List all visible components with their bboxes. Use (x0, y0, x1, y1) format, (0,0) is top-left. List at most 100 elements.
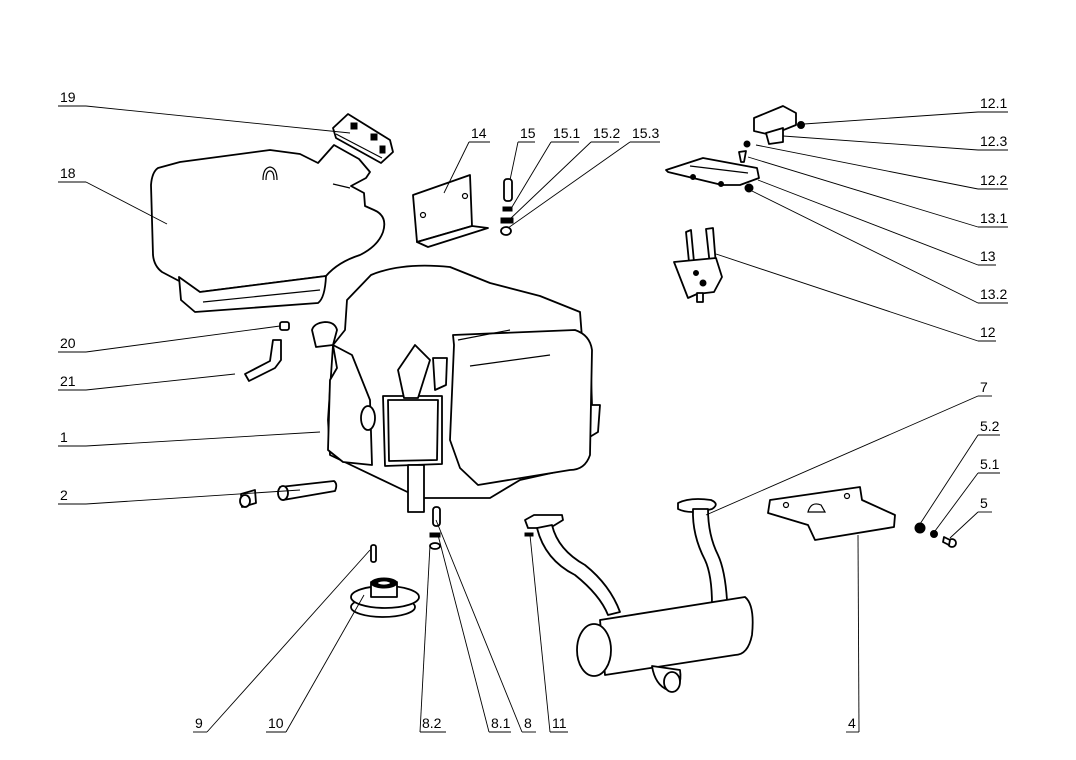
callout-label: 5 (980, 495, 988, 511)
leader-line (85, 489, 301, 505)
callout-label: 8.1 (491, 715, 511, 731)
callout-11: 11 (529, 534, 568, 733)
callout-20: 20 (58, 325, 281, 353)
callout-label: 12.3 (980, 133, 1007, 149)
callout-13-2: 13.2 (751, 190, 1008, 304)
callout-9: 9 (193, 549, 371, 733)
callout-label: 20 (60, 335, 76, 351)
callout-5-2: 5.2 (919, 418, 1000, 525)
leader-line (529, 534, 551, 733)
callout-label: 18 (60, 165, 76, 181)
leader-line (206, 549, 371, 733)
engine-drawing (311, 264, 601, 513)
callout-label: 15.2 (593, 125, 620, 141)
callout-21: 21 (58, 373, 236, 391)
callout-2: 2 (58, 487, 301, 505)
leader-line (508, 141, 592, 221)
callout-5-1: 5.1 (934, 456, 1000, 532)
callout-label: 12.2 (980, 172, 1007, 188)
callout-8-2: 8.2 (419, 544, 446, 733)
fuel-tank-drawing (150, 144, 386, 313)
leader-line (755, 144, 979, 190)
callout-14: 14 (443, 125, 490, 194)
callout-label: 15 (520, 125, 536, 141)
callout-15: 15 (509, 125, 536, 181)
callout-8: 8 (435, 519, 536, 733)
leader-line (85, 431, 321, 447)
callout-19: 19 (58, 89, 351, 134)
callout-13-1: 13.1 (747, 156, 1008, 228)
bolt-set-5-drawing (914, 522, 957, 548)
callout-label: 5.1 (980, 456, 1000, 472)
callout-15-2: 15.2 (508, 125, 620, 221)
leader-line (85, 105, 351, 134)
callout-label: 21 (60, 373, 76, 389)
callout-12-2: 12.2 (755, 144, 1008, 190)
leader-line (803, 111, 979, 125)
callout-label: 10 (268, 715, 284, 731)
bolt-set-8-drawing (429, 506, 441, 550)
fuel-hose-drawing (244, 339, 282, 382)
leader-line (857, 534, 860, 733)
callout-label: 5.2 (980, 418, 1000, 434)
callout-8-1: 8.1 (437, 534, 511, 733)
callout-label: 8.2 (422, 715, 442, 731)
callout-label: 4 (848, 715, 856, 731)
callout-15-3: 15.3 (507, 125, 660, 229)
callout-label: 9 (195, 715, 203, 731)
callout-15-1: 15.1 (511, 125, 580, 208)
control-plate-drawing (665, 157, 760, 193)
gasket-drawing (524, 532, 534, 537)
leader-line (285, 594, 365, 733)
callout-label: 13.2 (980, 286, 1007, 302)
callout-18: 18 (58, 165, 168, 225)
callout-label: 15.1 (553, 125, 580, 141)
shaft-drawing (239, 480, 338, 508)
callout-label: 12.1 (980, 95, 1007, 111)
leader-line (934, 472, 979, 532)
key-drawing (370, 544, 377, 563)
leader-line (757, 179, 979, 266)
callout-4: 4 (846, 534, 860, 733)
leader-line (85, 325, 281, 353)
leader-line (511, 141, 552, 208)
hose-clamp-drawing (279, 321, 290, 331)
callout-13: 13 (757, 179, 996, 266)
muffler-bracket-drawing (767, 486, 896, 541)
callout-label: 13 (980, 248, 996, 264)
leader-line (751, 190, 979, 304)
mounting-bracket-drawing (412, 174, 489, 248)
bolt-set-15-drawing (500, 178, 514, 236)
callout-12-3: 12.3 (782, 133, 1008, 151)
callout-label: 14 (471, 125, 487, 141)
leader-line (747, 156, 979, 228)
leader-line (437, 534, 490, 733)
leader-line (85, 373, 236, 391)
callout-label: 8 (524, 715, 532, 731)
throttle-lever-drawing (673, 227, 723, 303)
callout-label: 11 (552, 715, 567, 731)
leader-line (705, 395, 979, 516)
callout-label: 15.3 (632, 125, 659, 141)
leader-line (782, 135, 979, 151)
callout-12: 12 (715, 253, 996, 342)
fuel-cap-drawing (332, 113, 394, 164)
callout-label: 7 (980, 379, 988, 395)
callout-label: 12 (980, 324, 996, 340)
leader-line (509, 141, 519, 181)
leader-line (507, 141, 631, 229)
callout-label: 2 (60, 487, 68, 503)
callout-5: 5 (949, 495, 992, 539)
leader-line (715, 253, 979, 342)
pulley-drawing (350, 577, 420, 618)
callout-1: 1 (58, 429, 321, 447)
leader-line (949, 511, 979, 539)
muffler-drawing (524, 498, 754, 693)
callout-12-1: 12.1 (803, 95, 1008, 125)
leader-line (443, 141, 470, 194)
callout-label: 1 (60, 429, 68, 445)
callout-label: 13.1 (980, 210, 1007, 226)
leader-line (435, 519, 523, 733)
